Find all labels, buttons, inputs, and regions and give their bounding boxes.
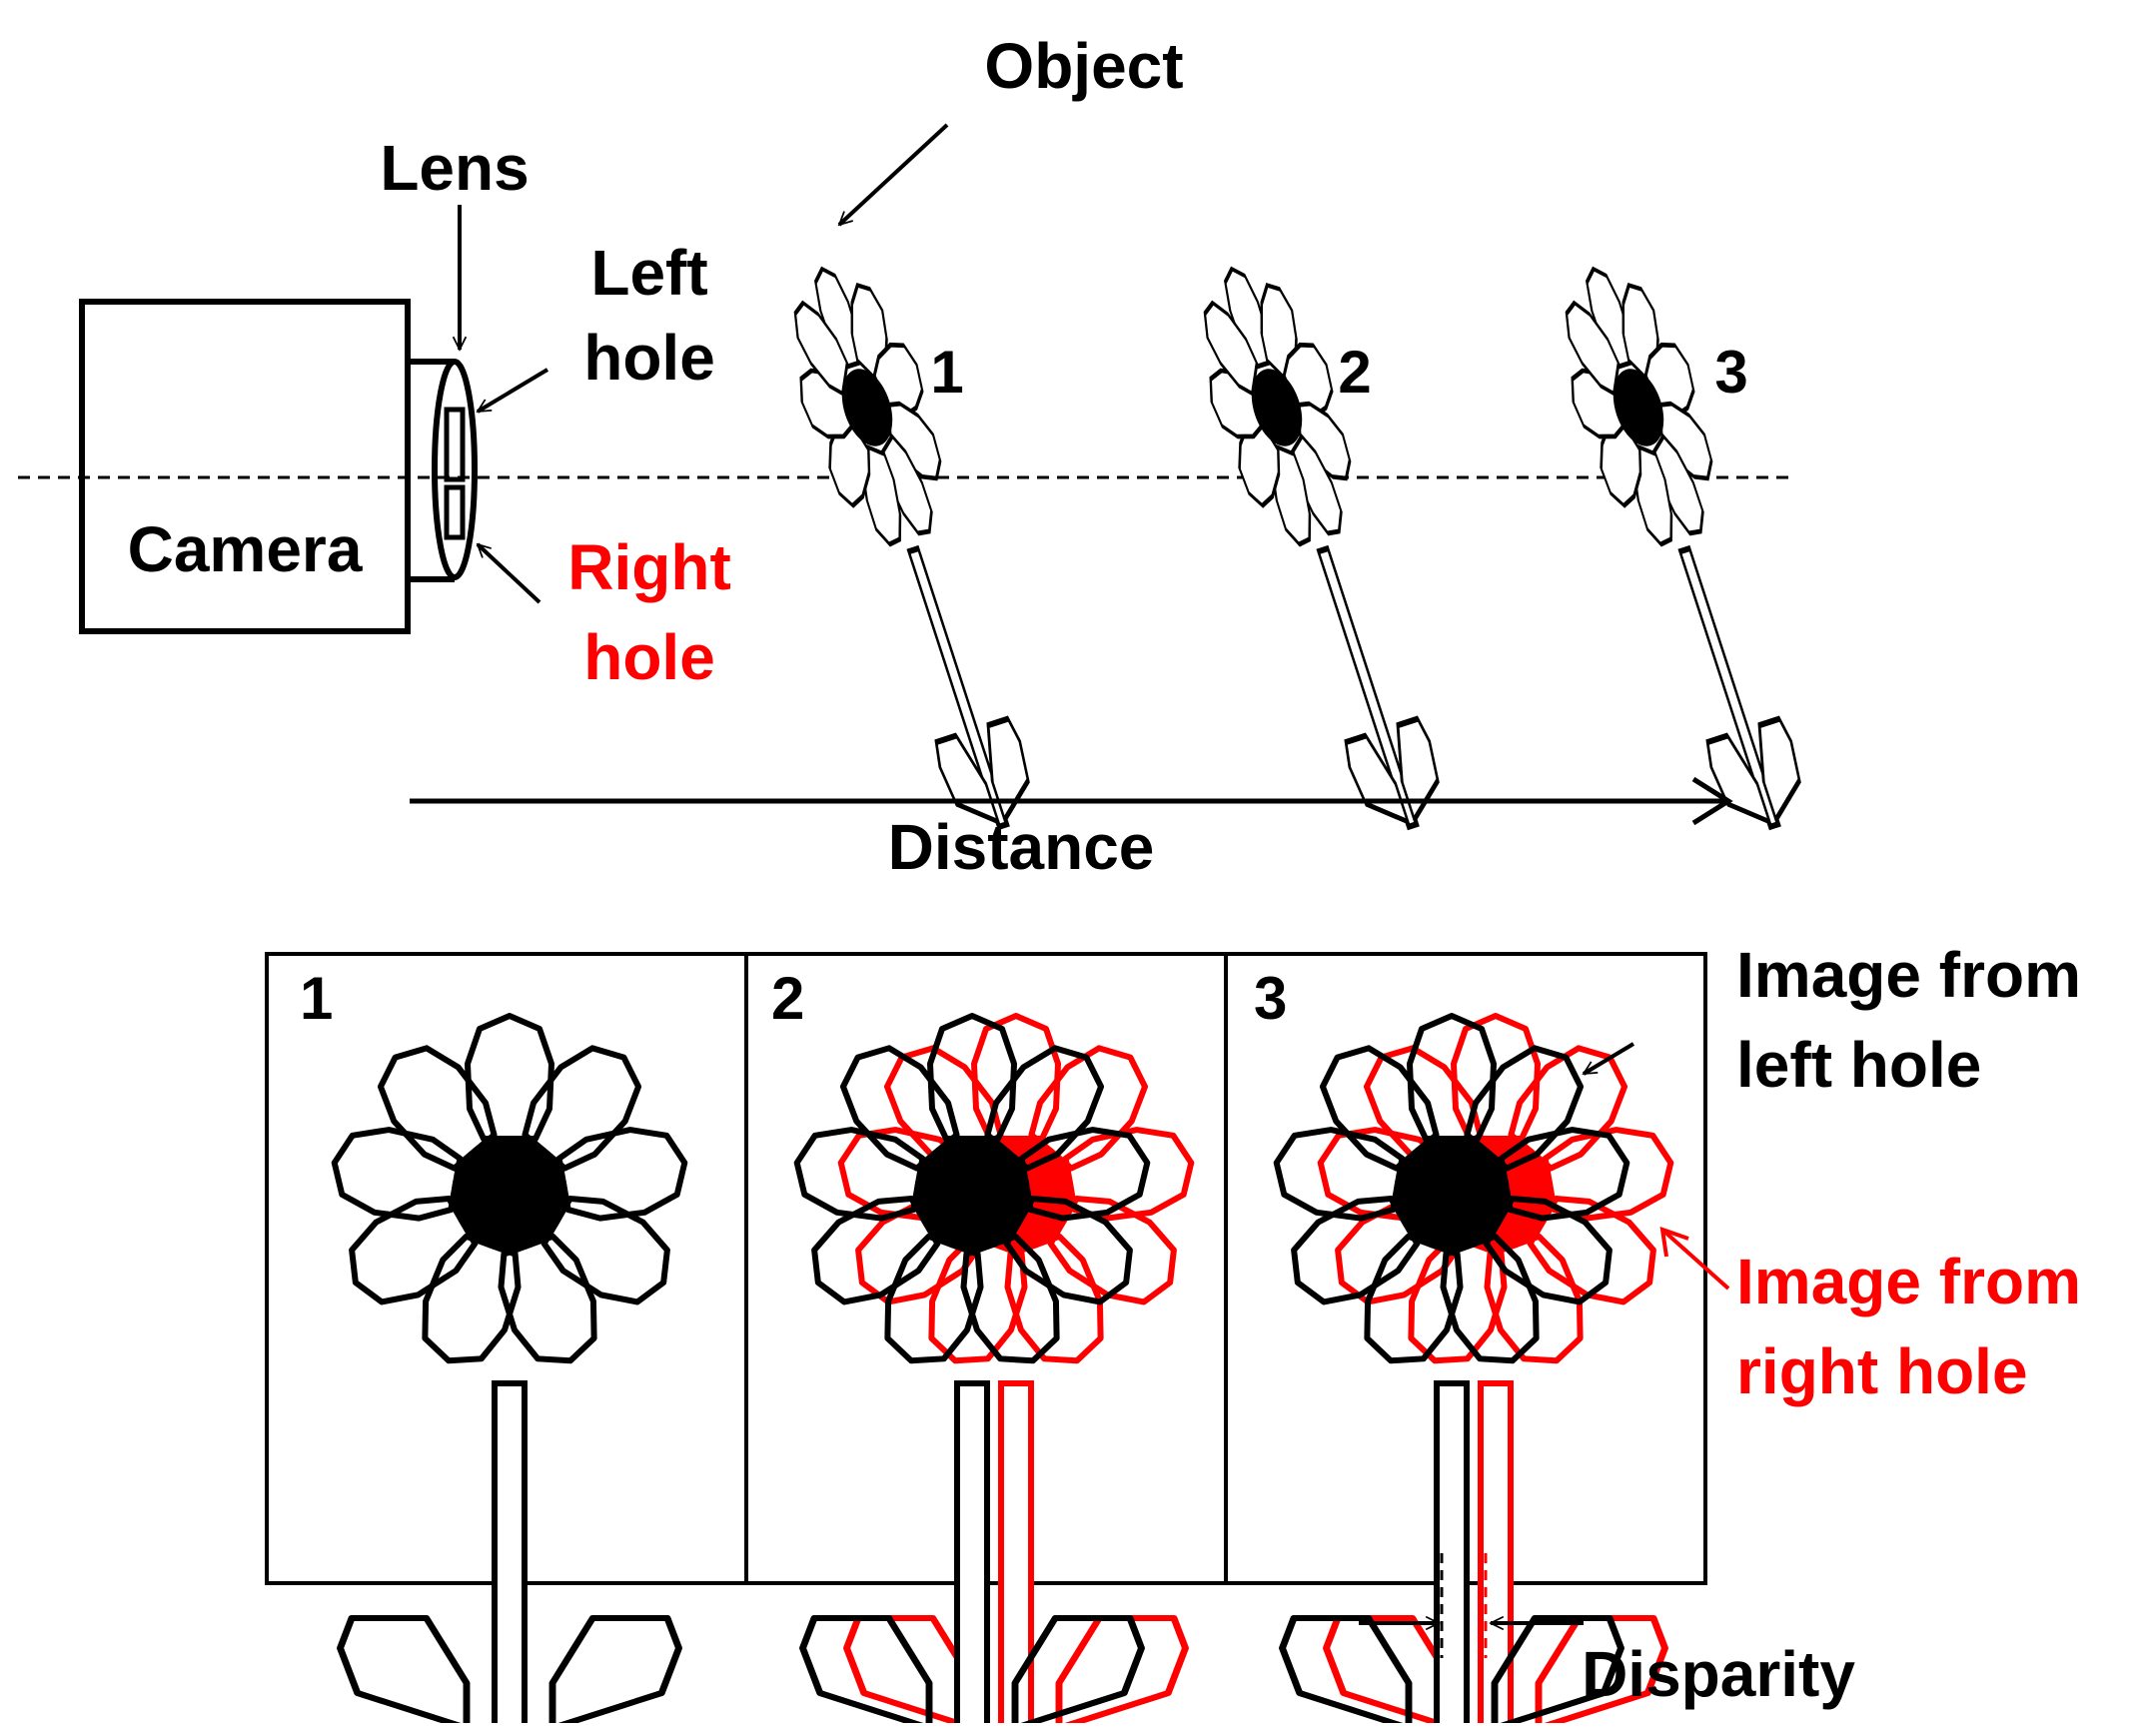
leaf-right — [1491, 1615, 1624, 1728]
object-label: Object — [984, 30, 1183, 102]
left-hole-arrow — [478, 368, 549, 414]
lens-assembly — [408, 359, 478, 582]
leaf-left — [1279, 1615, 1413, 1728]
flower-panel-2-left-image — [789, 1016, 1154, 1728]
panel-flowers — [327, 1016, 1677, 1728]
image-left-label-line1: Image from — [1736, 939, 2081, 1011]
left-hole-slit — [444, 407, 466, 482]
right-hole-arrow — [478, 542, 541, 604]
side-view-objects — [762, 250, 1801, 831]
left-hole-label-line2: hole — [583, 322, 715, 394]
stem — [998, 1380, 1034, 1728]
distance-arrowhead — [1691, 776, 1733, 826]
stem — [1677, 544, 1781, 831]
flower-center — [1251, 369, 1303, 446]
leaf-right — [1535, 1615, 1668, 1728]
leaf-right — [1055, 1615, 1189, 1728]
right-hole-label-line1: Right — [567, 531, 731, 603]
top-scene: Camera Lens Left hole Right hole Object … — [18, 30, 1801, 883]
leaf-right — [1396, 715, 1440, 825]
left-hole-label-line1: Left — [590, 237, 707, 309]
object-arrow — [839, 123, 949, 227]
lens-label: Lens — [380, 132, 529, 204]
disparity-label: Disparity — [1582, 1638, 1855, 1710]
leaf-right — [1011, 1615, 1145, 1728]
position-label-2: 2 — [1338, 339, 1371, 406]
side-object-3 — [1534, 250, 1801, 831]
image-left-label-line2: left hole — [1736, 1029, 1981, 1101]
flower-center — [452, 1136, 567, 1252]
flower-center — [914, 1136, 1030, 1252]
panel-label-2: 2 — [771, 965, 804, 1032]
flower-center — [1613, 369, 1664, 446]
camera-label: Camera — [128, 513, 363, 585]
camera-body — [79, 299, 411, 634]
leaf-left — [337, 1615, 471, 1728]
distance-label: Distance — [888, 811, 1155, 883]
leaf-right — [986, 715, 1030, 825]
right-hole-label-line2: hole — [583, 621, 715, 693]
flower-center — [1394, 1136, 1510, 1252]
flower-panel-3-left-image — [1269, 1016, 1633, 1728]
position-label-1: 1 — [930, 339, 963, 406]
stem — [492, 1380, 528, 1728]
position-label-3: 3 — [1714, 339, 1747, 406]
stem — [1316, 544, 1420, 831]
image-panels: 1 2 3 Image from left hole Image from ri… — [265, 939, 2081, 1728]
image-right-label-line2: right hole — [1736, 1335, 2028, 1407]
right-hole-slit — [444, 484, 466, 540]
side-object-2 — [1172, 250, 1440, 831]
image-right-label-line1: Image from — [1736, 1246, 2081, 1317]
lens-element — [432, 359, 478, 580]
panel-label-1: 1 — [300, 965, 333, 1032]
image-right-arrow — [1661, 1229, 1730, 1291]
image-left-arrow — [1584, 1042, 1635, 1076]
stem — [906, 544, 1010, 831]
side-object-1 — [762, 250, 1030, 831]
flower-center — [841, 369, 893, 446]
image-right-arrowhead — [1659, 1227, 1689, 1258]
leaf-left — [799, 1615, 933, 1728]
flower-panel-1 — [327, 1016, 691, 1728]
panel-label-3: 3 — [1254, 965, 1287, 1032]
stem — [954, 1380, 990, 1728]
leaf-right — [1757, 715, 1801, 825]
petal — [468, 1016, 551, 1139]
leaf-right — [548, 1615, 682, 1728]
